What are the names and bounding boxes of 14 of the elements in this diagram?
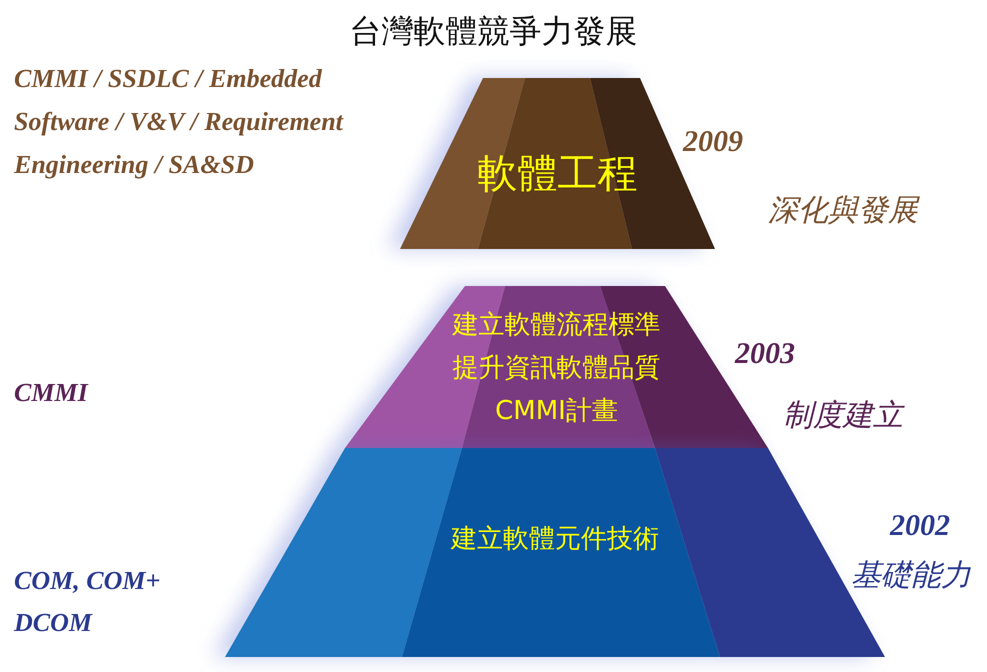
layer-label: 建立軟體流程標準: [451, 310, 662, 342]
year-label: 2003: [735, 337, 795, 371]
layer-label: CMMI計畫: [494, 396, 619, 428]
layer-label: 軟體工程: [476, 150, 638, 198]
technology-list: COM, COM+ DCOM: [14, 560, 214, 644]
technology-list: CMMI: [14, 372, 214, 414]
diagram-title: 台灣軟體競爭力發展: [350, 11, 638, 52]
year-label: 2002: [890, 509, 950, 543]
phase-label: 深化與發展: [768, 192, 918, 230]
year-label: 2009: [683, 125, 743, 159]
phase-label: 基礎能力: [851, 557, 971, 595]
layer-label: 建立軟體元件技術: [450, 524, 660, 556]
technology-list: CMMI / SSDLC / Embedded Software / V&V / Requirement Engineering / SA&SD: [14, 58, 364, 187]
phase-label: 制度建立: [783, 397, 903, 435]
